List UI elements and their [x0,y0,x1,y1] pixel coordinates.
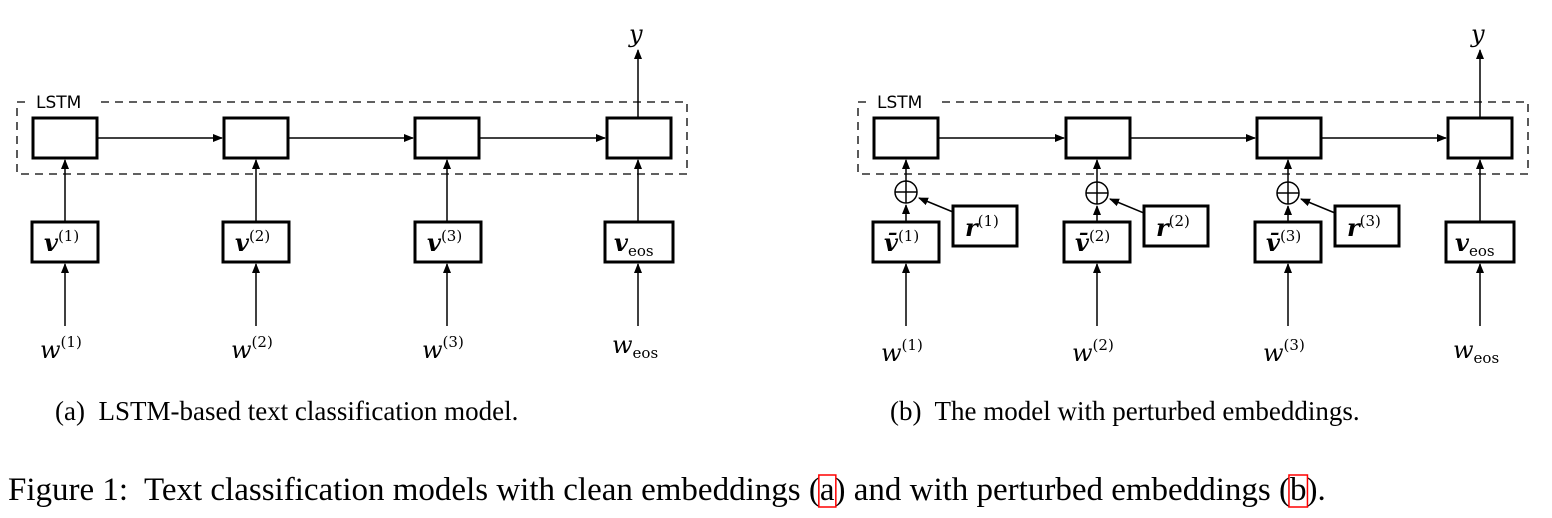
add-node-3 [1276,181,1300,205]
caption-text-3: ). [1306,472,1325,508]
embedding-box-2 [221,220,291,264]
embedding-box-1 [871,220,941,264]
add-node-2 [1085,181,1109,205]
caption-text-1: Figure 1: Text classification models wit… [8,472,820,508]
perturbation-label-1: r(1) [965,212,999,242]
embedding-box-3 [1253,220,1323,264]
lstm-cell-eos [605,116,673,160]
word-label-1: w(1) [881,336,923,367]
word-label-2: w(2) [1072,336,1114,367]
lstm-cell-2 [222,116,290,160]
perturbation-box-2 [1142,204,1210,248]
perturbation-arrow [918,197,954,213]
word-label-eos: weos [1453,336,1499,367]
output-label: y [1470,20,1485,48]
lstm-cell-eos [1446,116,1514,160]
ref-b-box [1288,474,1309,508]
embedding-label-eos: veos [1455,228,1495,260]
perturbation-box-1 [951,204,1019,248]
embedding-label-1: v(1) [44,227,79,257]
word-label-1: w(1) [40,333,82,364]
embedding-label-3: v̄(3) [1266,227,1301,257]
output-label: y [628,20,643,48]
embedding-label-1: v̄(1) [884,227,919,257]
panel-a: LSTM y v(1) v(2) v(3) veos w(1) [16,20,688,426]
embedding-box-eos [603,220,675,264]
lstm-cell-2 [1064,116,1132,160]
lstm-cell-1 [31,116,99,160]
lstm-boundary [857,101,1529,175]
lstm-cell-3 [413,116,481,160]
lstm-cell-3 [1255,116,1323,160]
ref-a[interactable]: a [820,472,835,508]
word-label-2: w(2) [231,333,273,364]
add-node-1 [894,180,918,204]
caption-text-2: ) and with perturbed embeddings ( [834,472,1289,508]
figure-caption: Figure 1: Text classification models wit… [8,472,1326,508]
perturbation-label-2: r(2) [1156,212,1190,242]
lstm-cell-1 [872,116,940,160]
lstm-label: LSTM [877,93,922,113]
word-label-eos: weos [612,331,658,362]
embedding-label-2: v(2) [235,227,270,257]
embedding-label-2: v̄(2) [1075,227,1110,257]
embedding-label-3: v(3) [427,227,462,257]
ref-b[interactable]: b [1290,472,1307,508]
perturbation-label-3: r(3) [1347,212,1381,242]
panel-b-caption: (b) The model with perturbed embeddings. [890,396,1360,426]
panel-a-caption: (a) LSTM-based text classification model… [55,396,518,426]
word-label-3: w(3) [422,333,464,364]
perturbation-box-3 [1333,204,1401,248]
embedding-box-3 [413,220,483,264]
lstm-label: LSTM [36,93,81,113]
lstm-boundary [16,101,688,175]
embedding-label-eos: veos [614,228,654,260]
perturbation-arrow [1109,198,1145,214]
embedding-box-2 [1062,220,1132,264]
word-label-3: w(3) [1263,336,1305,367]
ref-a-box [818,474,837,508]
panel-b: LSTM y [857,20,1529,426]
embedding-box-eos [1444,220,1516,264]
perturbation-arrow [1300,198,1336,214]
